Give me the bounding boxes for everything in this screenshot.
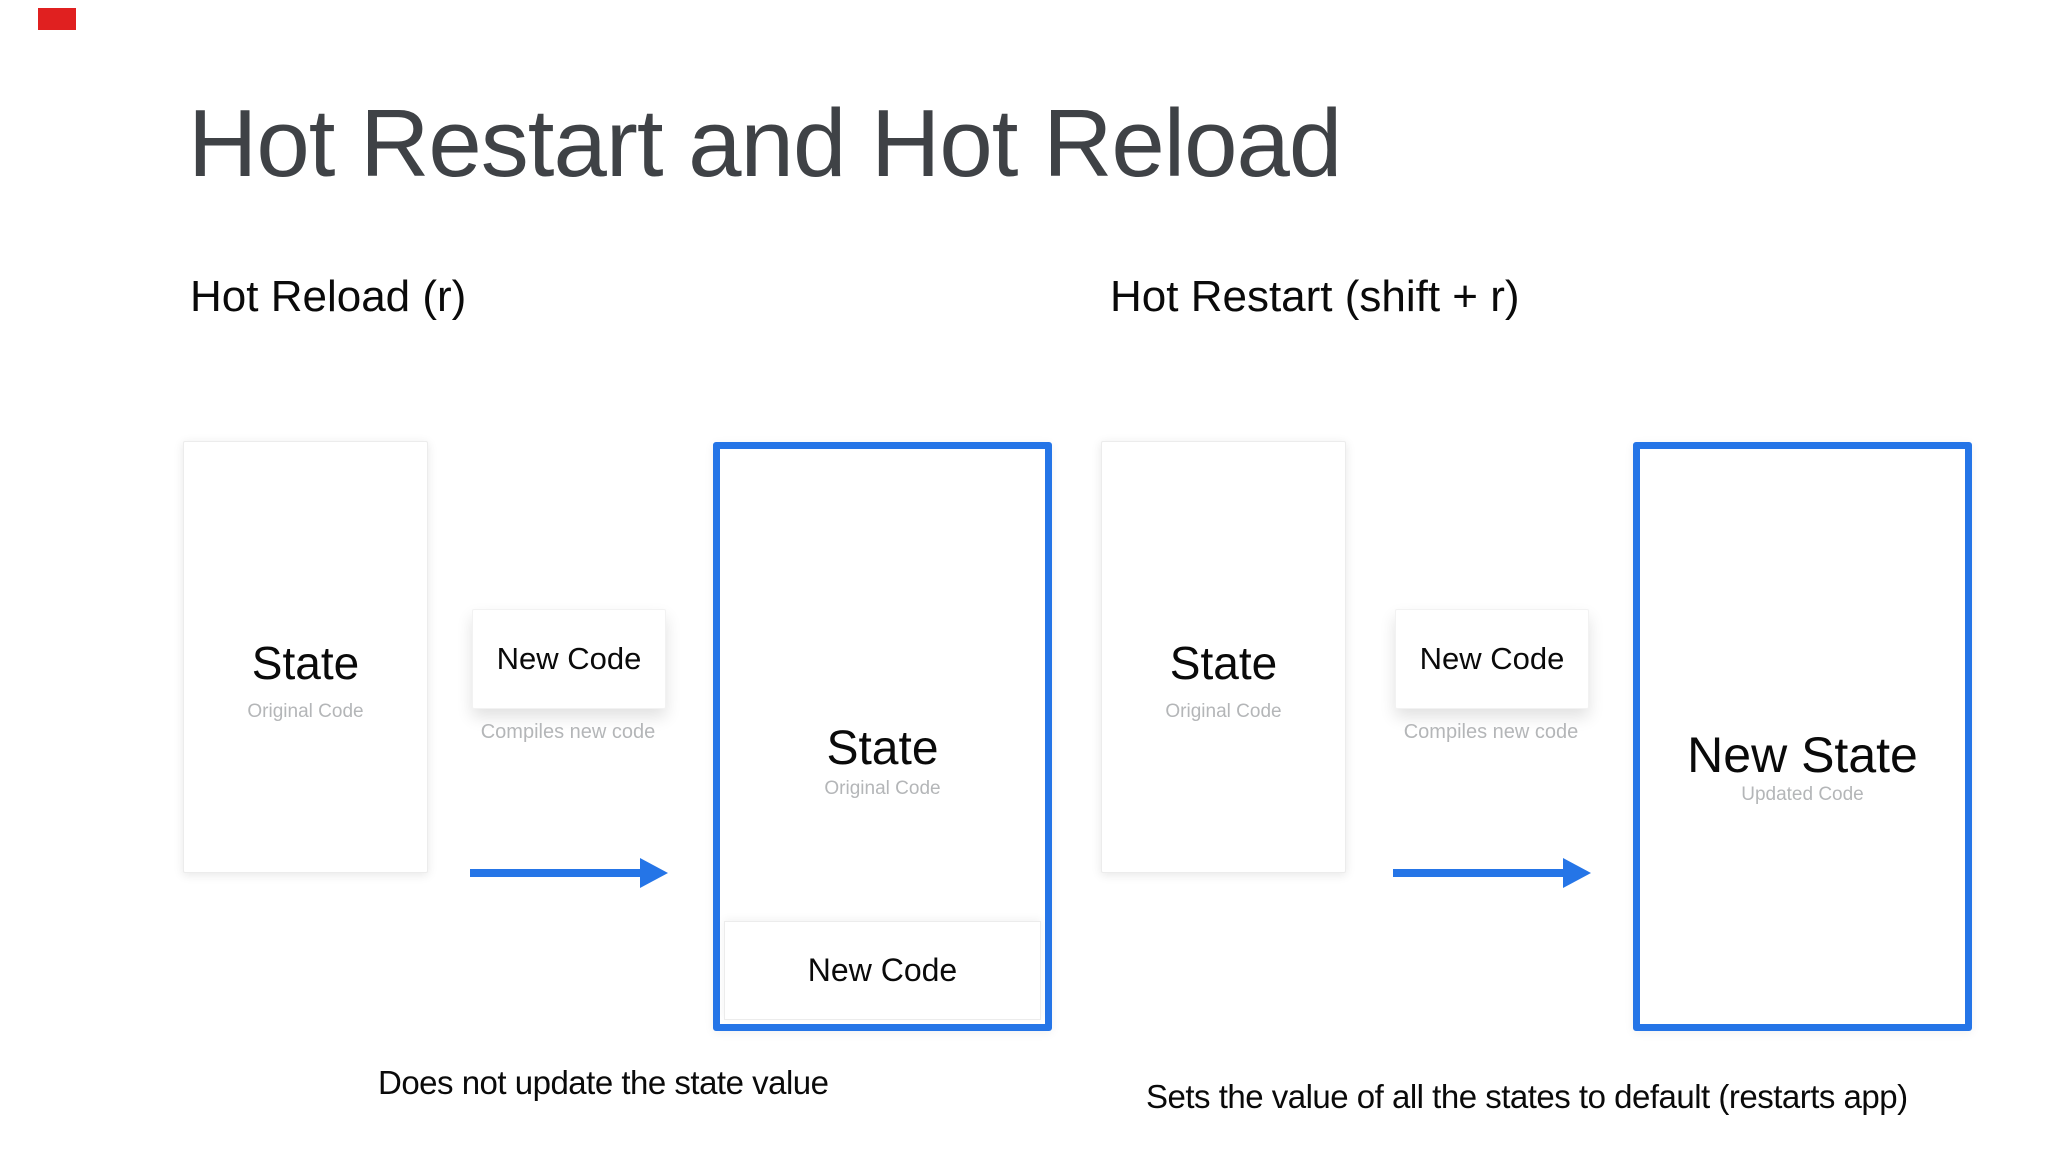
new-code-label: New Code: [1419, 641, 1565, 676]
hot-reload-caption: Does not update the state value: [378, 1064, 829, 1101]
arrow-line: [1393, 869, 1565, 877]
new-code-bottom-panel: New Code: [724, 921, 1041, 1020]
arrow-line: [470, 869, 642, 877]
code-label: Updated Code: [1741, 784, 1864, 805]
state-label: State: [1169, 637, 1278, 689]
hot-reload-new-code-box: New Code: [472, 609, 666, 709]
hot-restart-source-phone: State Original Code: [1101, 441, 1346, 873]
recording-indicator-icon: [38, 8, 76, 30]
hot-restart-result-phone: New State Updated Code: [1633, 442, 1972, 1031]
compile-note: Compiles new code: [1403, 721, 1579, 743]
flow-arrow-icon: [1393, 858, 1591, 888]
arrow-head: [1563, 858, 1591, 888]
code-label: Original Code: [1165, 701, 1282, 722]
flow-arrow-icon: [470, 858, 668, 888]
hot-restart-new-code-box: New Code: [1395, 609, 1589, 709]
arrow-head: [640, 858, 668, 888]
new-code-label: New Code: [496, 641, 642, 676]
state-label: State: [826, 722, 939, 775]
code-label: Original Code: [247, 701, 364, 722]
code-label: Original Code: [824, 778, 941, 799]
state-label: State: [251, 637, 360, 689]
compile-note: Compiles new code: [480, 721, 656, 743]
hot-reload-heading: Hot Reload (r): [190, 272, 467, 321]
page-title: Hot Restart and Hot Reload: [188, 90, 1342, 197]
state-label: New State: [1687, 727, 1918, 783]
hot-reload-result-phone: State Original Code New Code: [713, 442, 1052, 1031]
new-code-label: New Code: [807, 952, 958, 988]
hot-reload-source-phone: State Original Code: [183, 441, 428, 873]
hot-restart-heading: Hot Restart (shift + r): [1110, 272, 1520, 321]
hot-restart-caption: Sets the value of all the states to defa…: [1146, 1078, 1908, 1115]
